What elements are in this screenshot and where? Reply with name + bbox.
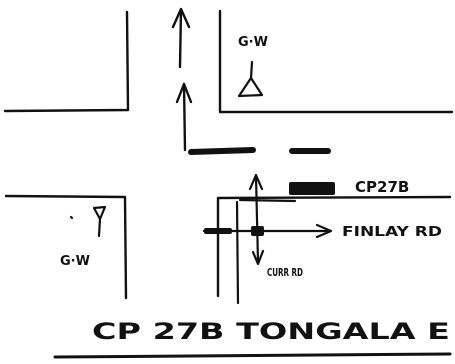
road-edge-lower-left xyxy=(4,194,128,300)
give-way-post-left xyxy=(97,217,102,238)
inset-fills xyxy=(204,182,335,236)
inset-arrow-vertical xyxy=(254,174,260,264)
give-way-label-left: G·W xyxy=(60,254,90,269)
arrow-up-top xyxy=(178,8,183,69)
inset-center-block xyxy=(251,226,264,236)
give-way-sign-top xyxy=(237,60,264,98)
title-underline xyxy=(53,352,452,359)
inset-left-dash xyxy=(204,228,232,234)
diagram-title: CP 27B TONGALA E xyxy=(92,320,450,345)
road-edge-upper-right xyxy=(218,9,454,114)
give-way-sign-left xyxy=(69,205,107,238)
give-way-triangle-icon xyxy=(237,76,264,98)
inset-box xyxy=(235,198,297,305)
speck xyxy=(69,215,74,220)
inset-arrow-up-head xyxy=(248,173,264,191)
inset-arrow-right-head xyxy=(315,223,333,239)
inset-arrow-down-head xyxy=(251,249,265,266)
curr-rd-label: CURR RD xyxy=(267,266,303,279)
give-way-label-top: G·W xyxy=(238,35,268,50)
arrow-up-turn-left xyxy=(182,82,187,152)
road-edges xyxy=(3,9,454,300)
arrow-up-turn-left-head xyxy=(175,82,193,104)
give-way-triangle-icon xyxy=(92,205,107,221)
finlay-rd-label: FINLAY RD xyxy=(342,225,442,240)
marker-rectangle-icon xyxy=(289,182,335,195)
road-markings xyxy=(188,147,331,155)
direction-arrows xyxy=(171,7,193,152)
lane-mark-1 xyxy=(188,147,256,155)
road-edge-upper-left xyxy=(3,10,130,113)
arrow-up-top-head xyxy=(171,7,191,29)
road-edge-lower-right xyxy=(216,195,452,298)
cp27b-label: CP27B xyxy=(355,178,409,196)
give-way-post-top xyxy=(249,60,254,80)
